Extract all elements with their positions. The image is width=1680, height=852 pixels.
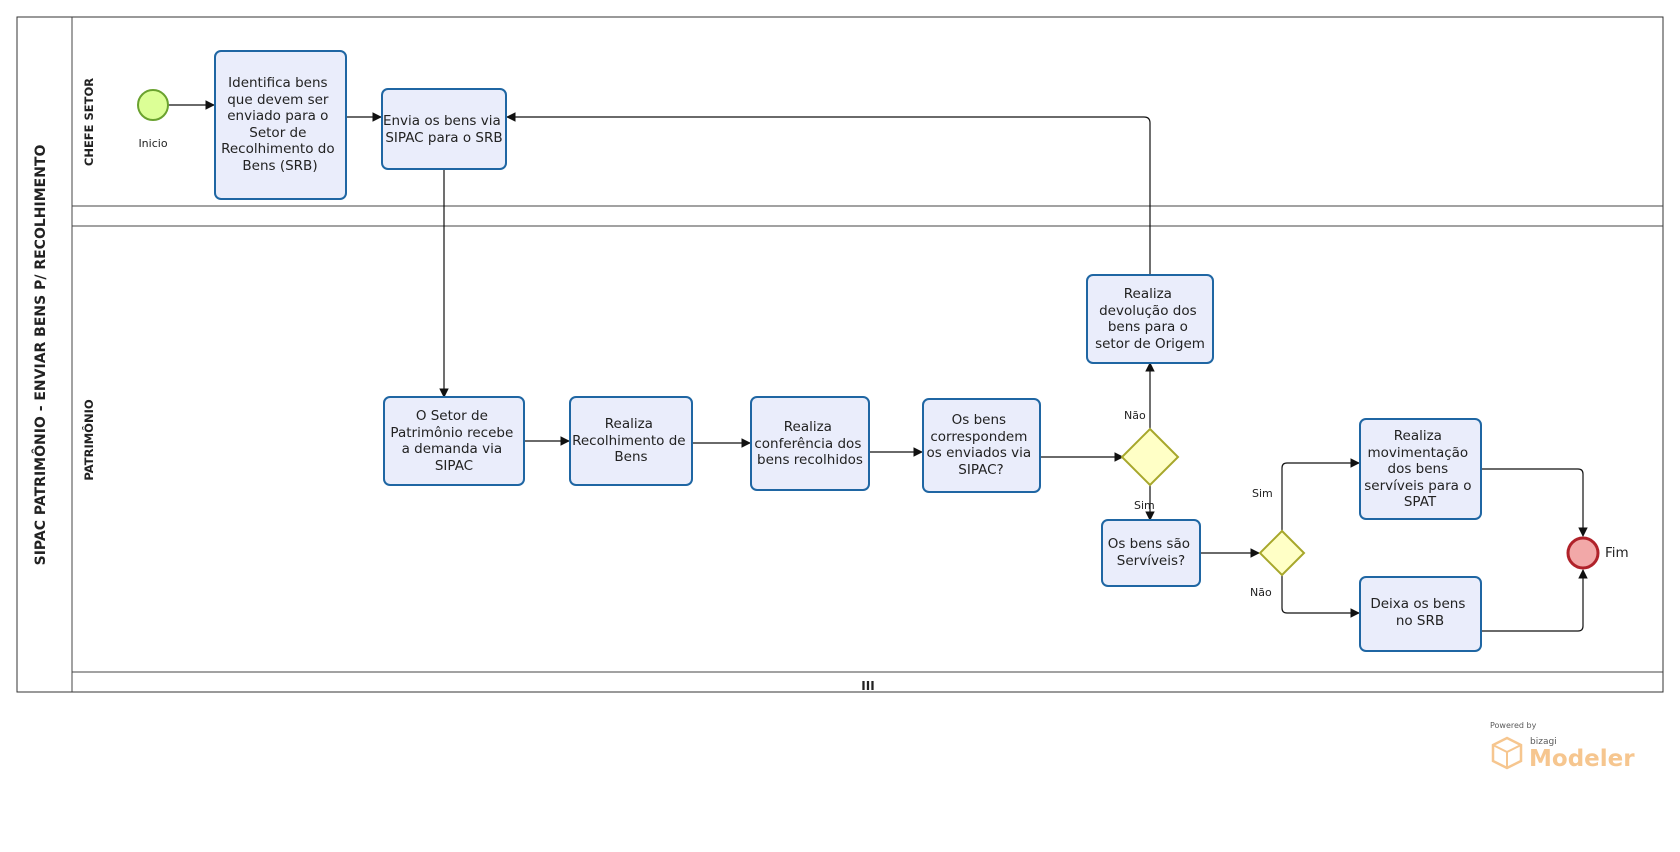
bizagi-text: bizagi: [1530, 737, 1557, 747]
gateway-correspondem[interactable]: [1120, 427, 1180, 487]
gateway-diamond[interactable]: [1258, 529, 1306, 577]
collapse-icon[interactable]: III: [861, 679, 874, 693]
lane-label-chefe: CHEFE SETOR: [82, 78, 96, 166]
flow-label-nao: Não: [1124, 409, 1146, 422]
task-label: Envia os bens via SIPAC para o SRB: [383, 113, 505, 146]
gateway-serviveis[interactable]: [1258, 529, 1306, 577]
task-label: Realiza movimentação dos bens servíveis …: [1364, 428, 1476, 510]
task-box[interactable]: [569, 396, 693, 486]
pool-border: [16, 16, 1664, 693]
flow-devolucao-to-envia: [506, 112, 1151, 275]
task-box[interactable]: [750, 396, 870, 491]
task-box[interactable]: [1086, 274, 1214, 364]
task-box[interactable]: [1359, 418, 1482, 520]
task-box[interactable]: [383, 396, 525, 486]
end-event-label: Fim: [1605, 545, 1629, 561]
task-box[interactable]: [381, 88, 507, 170]
task-envia-bens[interactable]: Envia os bens via SIPAC para o SRB: [381, 88, 507, 170]
gateway-diamond[interactable]: [1120, 427, 1180, 487]
powered-by-text: Powered by: [1490, 721, 1537, 730]
task-setor-recebe[interactable]: O Setor de Patrimônio recebe a demanda v…: [383, 396, 525, 486]
task-label: Realiza Recolhimento de Bens: [572, 416, 690, 465]
bizagi-watermark: Powered by bizagi Modeler: [1490, 721, 1635, 772]
task-label: Deixa os bens no SRB: [1370, 596, 1469, 629]
task-box[interactable]: [1359, 576, 1482, 652]
lane-patrimonio: PATRIMÔNIO: [72, 399, 1663, 673]
task-recolhimento[interactable]: Realiza Recolhimento de Bens: [569, 396, 693, 486]
bizagi-logo-icon: [1491, 736, 1523, 770]
flow-gateway2-to-movimentacao: [1281, 458, 1360, 531]
start-event-label: Inicio: [138, 137, 167, 150]
task-label: Realiza devolução dos bens para o setor …: [1095, 286, 1205, 352]
sequence-flows: [168, 100, 1588, 632]
flow-label-nao: Não: [1250, 586, 1272, 599]
end-event[interactable]: Fim: [1566, 536, 1629, 570]
task-label: Os bens são Servíveis?: [1108, 536, 1195, 569]
task-box[interactable]: [922, 398, 1041, 493]
pool-title: SIPAC PATRIMÔNIO - ENVIAR BENS P/ RECOLH…: [31, 145, 49, 566]
task-box[interactable]: [214, 50, 347, 200]
flow-label-sim: Sim: [1134, 499, 1155, 512]
flow-movimentacao-to-fim: [1481, 468, 1588, 537]
start-event[interactable]: Inicio: [137, 89, 169, 150]
task-deixa[interactable]: Deixa os bens no SRB: [1359, 576, 1482, 652]
lane-chefe-setor: CHEFE SETOR: [72, 78, 1663, 207]
flow-label-sim: Sim: [1252, 487, 1273, 500]
lane-label-patrimonio: PATRIMÔNIO: [81, 399, 96, 480]
task-label: Realiza conferência dos bens recolhidos: [754, 419, 865, 468]
task-label: O Setor de Patrimônio recebe a demanda v…: [390, 408, 517, 474]
task-correspondem[interactable]: Os bens correspondem os enviados via SIP…: [922, 398, 1041, 493]
task-identifica-bens[interactable]: Identifica bens que devem ser enviado pa…: [214, 50, 347, 200]
task-label: Os bens correspondem os enviados via SIP…: [927, 412, 1036, 478]
task-box[interactable]: [1101, 519, 1201, 587]
task-conferencia[interactable]: Realiza conferência dos bens recolhidos: [750, 396, 870, 491]
task-label: Identifica bens que devem ser enviado pa…: [221, 75, 339, 174]
modeler-text: Modeler: [1529, 746, 1635, 772]
task-devolucao[interactable]: Realiza devolução dos bens para o setor …: [1086, 274, 1214, 364]
flow-gateway2-to-deixa: [1281, 575, 1360, 618]
flow-deixa-to-fim: [1481, 569, 1588, 632]
task-serviveis[interactable]: Os bens são Servíveis?: [1101, 519, 1201, 587]
pool: SIPAC PATRIMÔNIO - ENVIAR BENS P/ RECOLH…: [16, 16, 1664, 693]
start-event-circle[interactable]: [137, 89, 169, 121]
end-event-circle[interactable]: [1566, 536, 1600, 570]
task-movimentacao[interactable]: Realiza movimentação dos bens servíveis …: [1359, 418, 1482, 520]
